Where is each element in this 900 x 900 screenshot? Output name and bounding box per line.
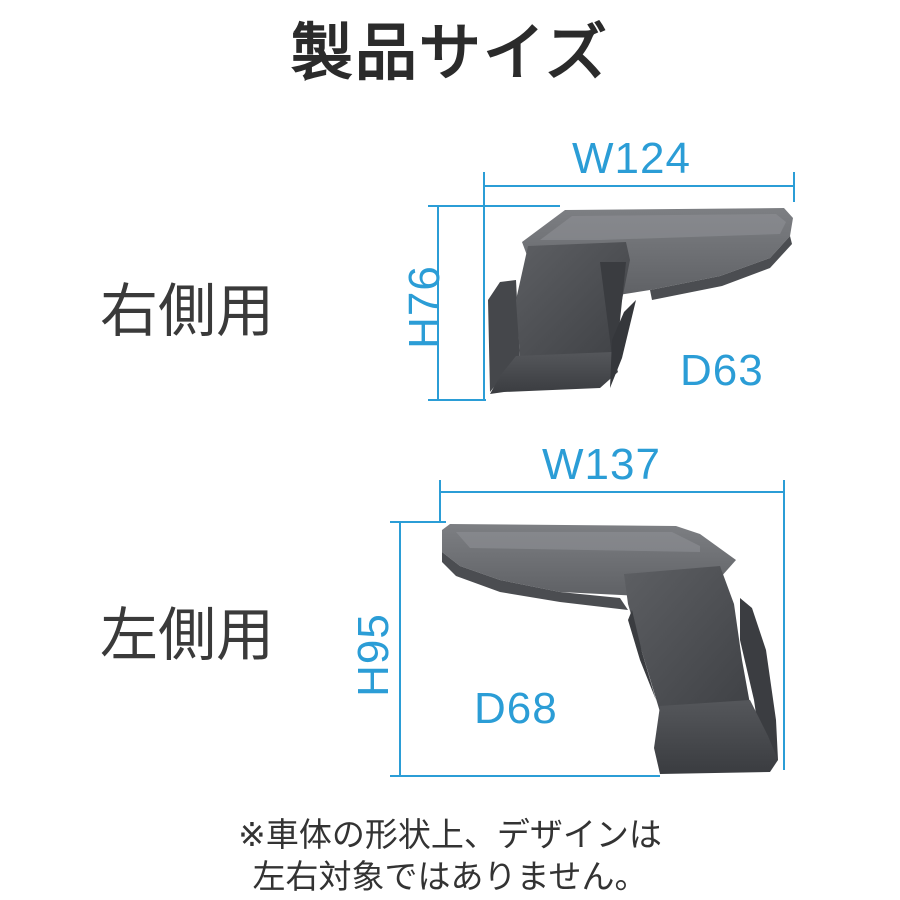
left-product-shape [442, 524, 778, 774]
left-width-label: W137 [542, 440, 661, 489]
left-height-label: H95 [349, 613, 398, 697]
page-title: 製品サイズ [290, 16, 610, 89]
left-depth-label: D68 [474, 684, 558, 733]
right-side-label: 右側用 [100, 277, 275, 345]
left-dimension-lines [390, 480, 785, 777]
note-line-1: ※車体の形状上、デザインは [238, 815, 662, 854]
right-width-label: W124 [572, 134, 691, 183]
note-line-2: 左右対象ではありません。 [252, 857, 648, 896]
right-product-shape [488, 208, 793, 394]
right-height-label: H76 [400, 265, 449, 349]
right-dimension-lines [428, 172, 795, 401]
right-depth-label: D63 [680, 346, 764, 395]
left-side-label: 左側用 [100, 601, 275, 669]
